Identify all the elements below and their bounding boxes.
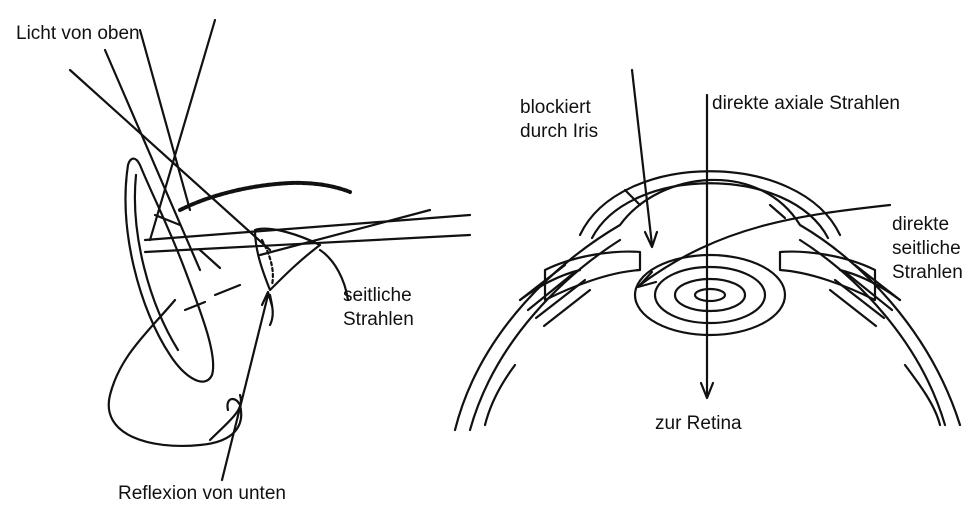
label-direct-lateral-line3: Strahlen <box>892 261 963 285</box>
label-direct-lateral-line1: direkte <box>892 213 963 237</box>
label-lateral-rays: seitliche Strahlen <box>343 284 414 332</box>
label-direct-lateral-line2: seitliche <box>892 237 963 261</box>
label-direct-axial-rays: direkte axiale Strahlen <box>712 92 900 116</box>
label-reflection-from-below: Reflexion von unten <box>118 482 286 506</box>
label-blocked-by-iris: blockiert durch Iris <box>520 96 598 144</box>
label-blocked-line1: blockiert <box>520 96 598 120</box>
label-direct-lateral-rays: direkte seitliche Strahlen <box>892 213 963 285</box>
label-light-from-above: Licht von oben <box>16 22 140 46</box>
label-lateral-rays-line2: Strahlen <box>343 308 414 332</box>
label-to-retina: zur Retina <box>655 412 742 436</box>
label-lateral-rays-line1: seitliche <box>343 284 414 308</box>
label-blocked-line2: durch Iris <box>520 120 598 144</box>
blocked-ray <box>632 70 652 245</box>
